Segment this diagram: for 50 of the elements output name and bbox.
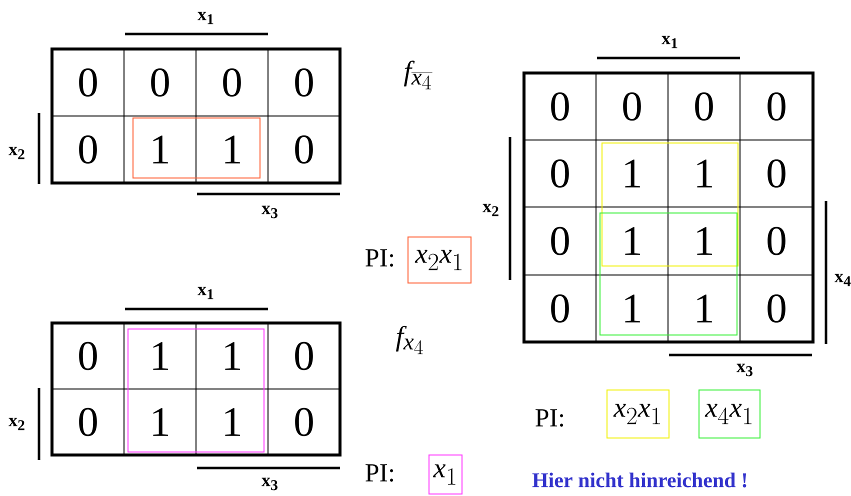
variable-label: x$_{1}$	[198, 12, 214, 24]
cell-value: 0	[151, 68, 169, 97]
implicant-box: $x_2x_1$	[606, 390, 670, 438]
cell-value: 1	[625, 294, 640, 322]
cell-value: 1	[625, 227, 640, 255]
implicant-box: $x_2x_1$	[408, 236, 472, 284]
cell-value: 1	[697, 227, 712, 255]
cell-value: 0	[695, 92, 713, 121]
variable-label: x$_{2}$	[482, 204, 498, 216]
variable-label: x$_{3}$	[262, 478, 278, 490]
note: Hier nicht hinreichend !	[532, 472, 746, 488]
cell-value: 0	[551, 294, 569, 323]
cell-value: 1	[153, 342, 168, 370]
cell-value: 1	[225, 342, 240, 370]
cell-value: 0	[295, 342, 313, 370]
implicant-box: $x_1$	[428, 454, 462, 494]
cell-value: 0	[223, 68, 241, 97]
variable-label: x$_{2}$	[8, 146, 24, 160]
variable-label: x$_{4}$	[834, 274, 851, 286]
cell-value: 0	[768, 226, 786, 256]
variable-label: x$_{1}$	[662, 36, 678, 48]
variable-label: x$_{3}$	[262, 206, 278, 218]
cell-value: 0	[295, 68, 313, 97]
cell-value: 1	[225, 408, 240, 436]
cell-value: 1	[625, 160, 640, 188]
cell-value: 0	[79, 68, 97, 97]
cell-value: 0	[551, 92, 569, 121]
variable-label: x$_{1}$	[198, 286, 214, 300]
cell-value: 0	[79, 342, 97, 370]
cell-value: 0	[768, 294, 786, 323]
function-label: $f_{\overline{x_4}}$	[404, 60, 432, 90]
function-label: $f_{x_4}$	[396, 326, 423, 354]
cell-value: 1	[697, 160, 712, 188]
cell-value: 1	[225, 136, 240, 164]
cell-value: 1	[153, 136, 168, 164]
cell-value: 0	[79, 408, 97, 436]
cell-value: 0	[79, 135, 97, 164]
cell-value: 1	[153, 408, 168, 436]
prime-implicant-label: PI:	[536, 409, 564, 427]
cell-value: 0	[295, 408, 313, 436]
cell-value: 0	[551, 226, 569, 256]
cell-value: 0	[551, 159, 569, 188]
cell-value: 0	[623, 92, 641, 121]
cell-value: 0	[768, 92, 786, 121]
cell-value: 1	[697, 294, 712, 322]
prime-implicant-label: PI:	[366, 464, 394, 482]
implicant-box: $x_4x_1$	[698, 390, 760, 438]
variable-label: x$_{2}$	[8, 418, 24, 430]
cell-value: 0	[768, 159, 786, 188]
cell-value: 0	[295, 135, 313, 164]
